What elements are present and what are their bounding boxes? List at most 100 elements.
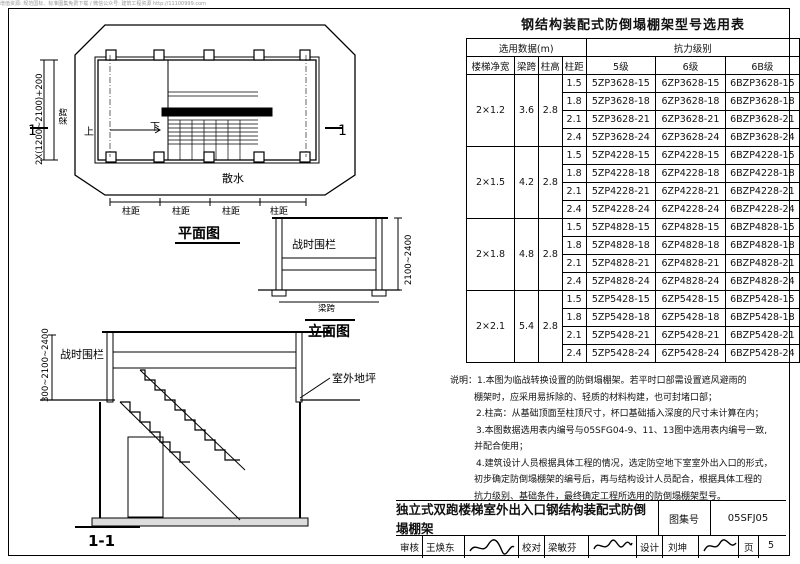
model-g5-cell: 5ZP5428-21 [585, 326, 657, 345]
plan-section-mark-right: 1 [338, 123, 347, 139]
model-g6b-cell: 6BZP4828-18 [724, 236, 800, 255]
model-g5-cell: 5ZP4228-15 [585, 146, 657, 165]
model-g6-cell: 6ZP3628-15 [655, 74, 726, 93]
model-g6-cell: 6ZP4828-24 [655, 272, 726, 291]
review-label: 审核 [400, 543, 420, 554]
plan-view-drawing [30, 24, 356, 244]
group-span-cell: 5.4 [514, 290, 539, 363]
plan-section-mark-left: 1 [28, 123, 37, 139]
model-g6b-cell: 6BZP3628-24 [724, 128, 800, 147]
model-g6b-cell: 6BZP4828-15 [724, 218, 800, 237]
watermark-text: 增值资源: 规范国标、标准图集免费下载 / 微信公众号: 建筑工程资源 http… [0, 1, 207, 7]
column-distance-cell: 1.5 [561, 218, 587, 237]
model-g5-cell: 5ZP3628-21 [585, 110, 657, 129]
group-span-cell: 4.2 [514, 146, 539, 219]
model-g6b-cell: 6BZP4228-18 [724, 164, 800, 183]
model-g6b-cell: 6BZP5428-24 [724, 344, 800, 363]
notes-line-4: 3.本图数据选用表内编号与05SFG04-9、11、13图中选用表内编号一致, [476, 425, 768, 436]
column-distance-cell: 1.5 [561, 74, 587, 93]
plan-col-dist-2: 柱距 [172, 205, 190, 217]
title-block: 独立式双跑楼梯室外出入口钢结构装配式防倒塌棚架 图集号 05SFJ05 审核 王… [396, 500, 786, 558]
checker-name: 梁敏芬 [548, 543, 577, 554]
drawing-labels: 上 下 散水 1 1 柱距 柱距 柱距 柱距 2X(1200~2100)+200… [28, 73, 414, 550]
model-g5-cell: 5ZP4228-21 [585, 182, 657, 201]
model-g6b-cell: 6BZP5428-15 [724, 290, 800, 309]
group-span-cell: 3.6 [514, 74, 539, 147]
column-distance-cell: 2.4 [561, 272, 587, 291]
subheader-level-6b: 6B级 [724, 56, 800, 75]
notes-line-8: 抗力级别、基础条件，最终确定工程所选用的防倒塌棚架型号。 [474, 491, 727, 502]
group-height-cell: 2.8 [537, 74, 563, 147]
column-distance-cell: 1.5 [561, 290, 587, 309]
column-distance-cell: 1.8 [561, 92, 587, 111]
reviewer-signature [469, 539, 515, 555]
model-g6b-cell: 6BZP3628-15 [724, 74, 800, 93]
notes-section: 说明：1.本图为临战转换设置的防倒塌棚架。若平时口部需设置遮风避雨的 棚架时，应… [450, 373, 785, 505]
column-distance-cell: 2.1 [561, 254, 587, 273]
elevation-drawing [258, 217, 402, 321]
model-g5-cell: 5ZP5428-18 [585, 308, 657, 327]
column-distance-cell: 1.8 [561, 164, 587, 183]
header-resistance-level: 抗力级别 [585, 38, 800, 57]
page-number: 5 [768, 540, 775, 551]
design-label: 设计 [640, 543, 660, 554]
group-width-cell: 2×1.2 [465, 74, 516, 147]
model-g5-cell: 5ZP5428-24 [585, 344, 657, 363]
notes-line-3: 2.柱高：从基础顶面至柱顶尺寸，杯口基础插入深度的尺寸未计算在内； [476, 409, 764, 419]
model-g6-cell: 6ZP3628-21 [655, 110, 726, 129]
selection-table: 选用数据(m) 抗力级别 楼梯净宽 梁跨 柱高 柱距 5级 6级 6B级 2×1… [465, 38, 800, 363]
plan-col-dist-4: 柱距 [270, 205, 288, 217]
check-label: 校对 [522, 543, 542, 554]
group-height-cell: 2.8 [537, 290, 563, 363]
model-g5-cell: 5ZP4228-24 [585, 200, 657, 219]
model-g6b-cell: 6BZP4228-15 [724, 146, 800, 165]
model-g5-cell: 5ZP4828-15 [585, 218, 657, 237]
model-g6-cell: 6ZP5428-15 [655, 290, 726, 309]
plan-beam-span-label: 梁跨 [59, 107, 69, 125]
column-distance-cell: 2.1 [561, 110, 587, 129]
section-1-1-drawing [40, 331, 360, 528]
model-g6b-cell: 6BZP3628-18 [724, 92, 800, 111]
model-g5-cell: 5ZP4228-18 [585, 164, 657, 183]
model-g5-cell: 5ZP3628-18 [585, 92, 657, 111]
subheader-level-6: 6级 [655, 56, 726, 75]
reviewer-name: 王焕东 [426, 543, 455, 554]
column-distance-cell: 2.4 [561, 128, 587, 147]
notes-line-5: 并配合使用； [474, 442, 529, 452]
model-g6-cell: 6ZP4228-15 [655, 146, 726, 165]
plan-col-dist-1: 柱距 [122, 205, 140, 217]
group-span-cell: 4.8 [514, 218, 539, 291]
notes-line-7: 初步确定防倒塌棚架的编号后，再与结构设计人员配合，根据具体工程的 [474, 475, 763, 485]
model-g6-cell: 6ZP4228-24 [655, 200, 726, 219]
plan-drainage-label: 散水 [222, 171, 244, 185]
plan-vertical-dimension: 2X(1200~2100)+200 [35, 73, 45, 165]
elevation-height-dimension: 2100~2400 [404, 235, 414, 285]
signature-row: 审核 王焕东 校对 梁敏芬 设计 刘坤 页 5 [396, 535, 786, 558]
designer-signature [703, 539, 737, 552]
plan-col-dist-3: 柱距 [222, 205, 240, 217]
elevation-title: 立面图 [308, 323, 350, 340]
model-g5-cell: 5ZP4828-18 [585, 236, 657, 255]
column-distance-cell: 2.4 [561, 344, 587, 363]
column-distance-cell: 2.1 [561, 326, 587, 345]
model-g6-cell: 6ZP5428-24 [655, 344, 726, 363]
model-g6b-cell: 6BZP4828-24 [724, 272, 800, 291]
model-g6-cell: 6ZP5428-18 [655, 308, 726, 327]
page-label: 页 [744, 543, 754, 554]
checker-signature [593, 539, 633, 550]
column-distance-cell: 2.1 [561, 182, 587, 201]
subheader-column-distance: 柱距 [561, 56, 587, 75]
drawing-title: 独立式双跑楼梯室外出入口钢结构装配式防倒塌棚架 [396, 501, 659, 536]
column-distance-cell: 1.8 [561, 236, 587, 255]
group-width-cell: 2×1.8 [465, 218, 516, 291]
section-railing-label: 战时围栏 [60, 347, 104, 361]
